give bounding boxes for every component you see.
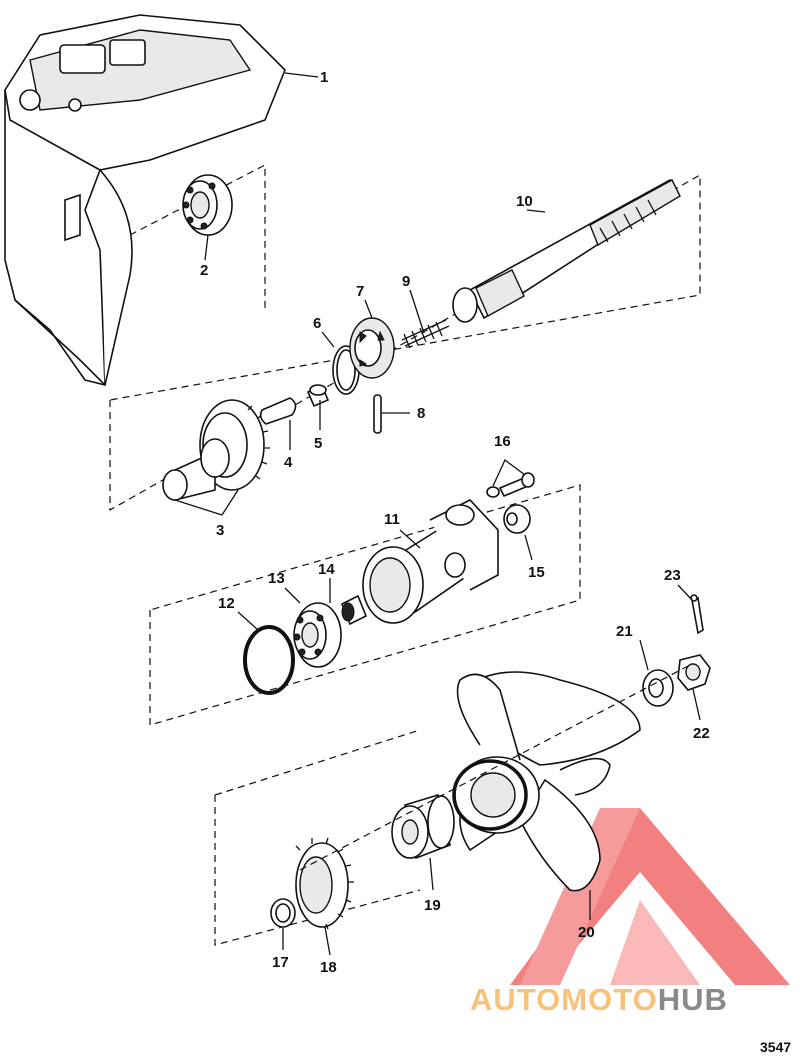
callout-7: 7: [356, 283, 364, 300]
cam-follower: [259, 397, 297, 425]
group-box-upper: [109, 164, 701, 512]
group-box-middle: [149, 484, 581, 726]
callout-13: 13: [268, 570, 285, 587]
shaft-axis: [299, 664, 691, 871]
callout-3: 3: [216, 522, 224, 539]
watermark-text-a: AUTOMOTO: [470, 982, 658, 1017]
callout-2: 2: [200, 262, 208, 279]
washer-21: [642, 669, 674, 707]
diagram-code: 3547: [760, 1039, 791, 1055]
watermark-text-b: HUB: [658, 982, 728, 1017]
forward-gear: [162, 399, 270, 502]
callout-1: 1: [320, 69, 328, 86]
cotter-pin: [690, 594, 704, 635]
callout-20: 20: [578, 924, 595, 941]
callout-19: 19: [424, 897, 441, 914]
callout-numbers: 1 2 3 4 5 6 7 8 9 10 11 12 13 14 15 16 1…: [200, 69, 710, 976]
propeller: [452, 671, 641, 892]
callout-22: 22: [693, 725, 710, 742]
bearing-carrier: [362, 499, 499, 624]
callout-14: 14: [318, 561, 335, 578]
callout-8: 8: [417, 405, 425, 422]
watermark-text: AUTOMOTOHUB: [470, 982, 728, 1017]
bearing-13: [293, 602, 342, 668]
o-ring: [243, 625, 295, 695]
callout-21: 21: [616, 623, 633, 640]
callout-11: 11: [384, 511, 400, 528]
callout-16: 16: [494, 433, 511, 450]
callout-5: 5: [314, 435, 322, 452]
cross-pin: [373, 394, 382, 434]
callout-6: 6: [313, 315, 321, 332]
spring: [401, 319, 450, 349]
needle-bearing: [340, 594, 368, 626]
callout-15: 15: [528, 564, 545, 581]
watermark-logo: [510, 808, 790, 985]
group-box-lower: [214, 729, 421, 946]
clutch: [349, 317, 395, 379]
castle-nut: [677, 654, 711, 691]
reverse-gear: [295, 837, 354, 930]
callout-4: 4: [284, 454, 293, 471]
leader-lines: [174, 72, 701, 956]
callout-9: 9: [402, 273, 410, 290]
gear-housing: [4, 14, 286, 387]
propeller-shaft: [452, 178, 681, 323]
bolt-and-washer: [486, 472, 535, 498]
bearing-upper: [182, 174, 233, 236]
callout-12: 12: [218, 595, 235, 612]
washer-15: [503, 504, 531, 534]
callout-23: 23: [664, 567, 681, 584]
spacer: [306, 384, 330, 408]
thrust-washer: [270, 898, 296, 928]
callout-10: 10: [516, 193, 533, 210]
callout-18: 18: [320, 959, 337, 976]
thrust-hub: [391, 793, 455, 860]
callout-17: 17: [272, 954, 289, 971]
